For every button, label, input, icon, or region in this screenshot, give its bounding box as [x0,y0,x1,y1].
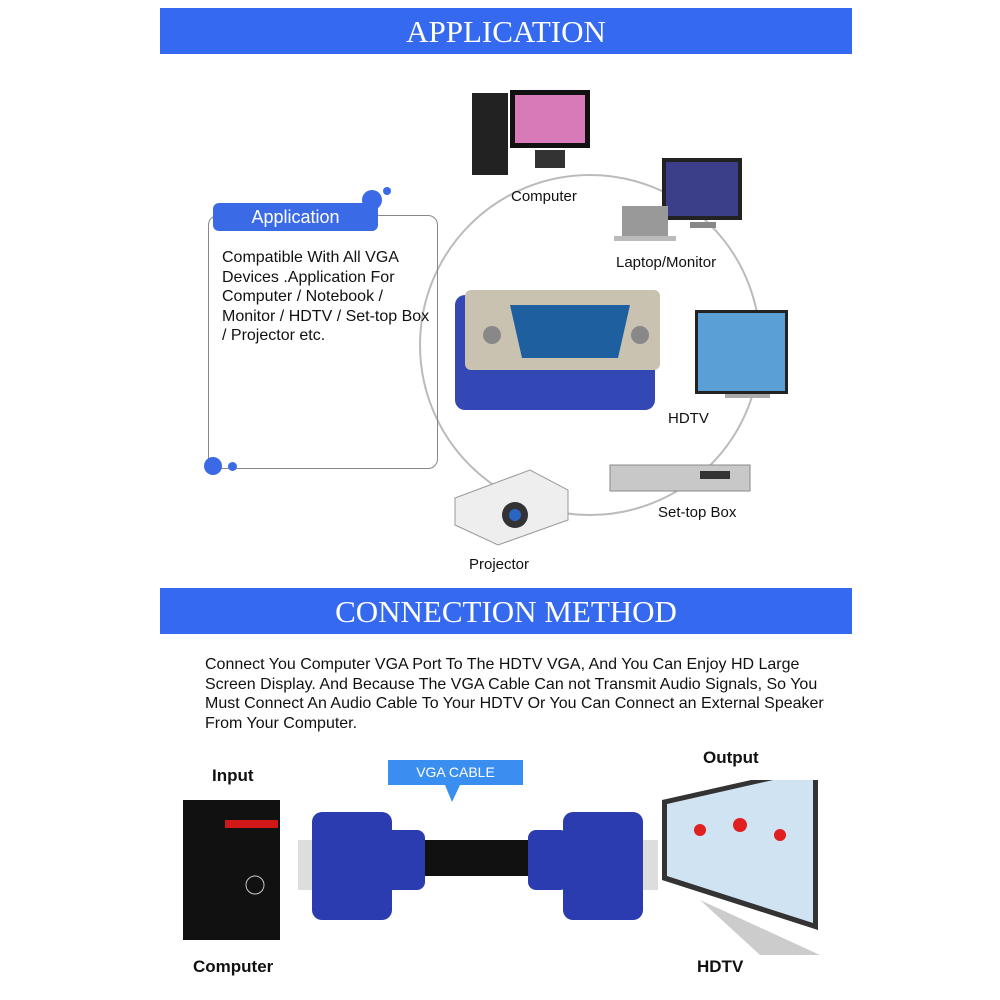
computer-tower-icon [183,800,280,940]
application-card-text: Compatible With All VGA Devices .Applica… [222,249,430,344]
label-settop: Set-top Box [658,504,737,521]
input-label: Input [212,766,254,785]
application-card-title: Application [213,203,378,231]
label-laptop-monitor: Laptop/Monitor [616,254,717,271]
connection-banner: CONNECTION METHOD [160,588,852,634]
vga-cable-icon [298,812,658,920]
vga-connector-icon [455,290,660,410]
label-projector: Projector [469,556,530,573]
settop-box-icon [609,464,751,492]
vga-cable-callout: VGA CABLE [388,760,523,785]
output-label: Output [703,748,759,767]
computer-icon [472,90,590,175]
device-ring [419,90,788,546]
application-banner: APPLICATION [160,8,852,54]
label-computer: Computer [511,188,577,205]
projector-icon [454,469,569,546]
hdtv-label: HDTV [697,957,744,976]
monitor-icon [614,158,742,241]
hdtv-icon [695,310,788,398]
connection-diagram [183,780,820,955]
hdtv-screen-icon [662,780,820,955]
label-hdtv: HDTV [668,410,709,427]
computer-label: Computer [193,957,274,976]
connection-text: Connect You Computer VGA Port To The HDT… [205,656,824,732]
